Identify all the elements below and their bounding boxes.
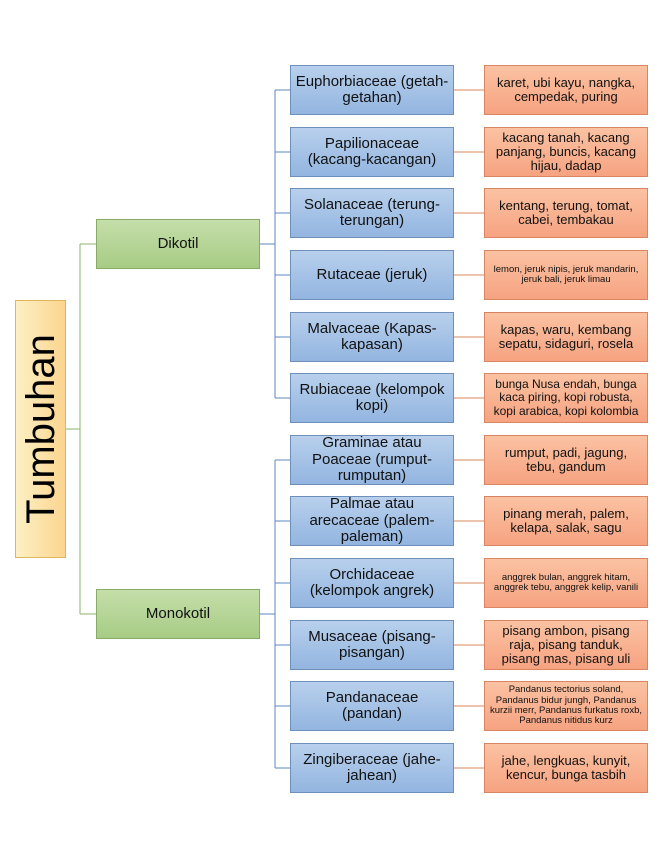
group-label: Dikotil [157,234,199,252]
examples-node: lemon, jeruk nipis, jeruk mandarin, jeru… [484,250,648,300]
examples-node: kacang tanah, kacang panjang, buncis, ka… [484,127,648,177]
examples-text: bunga Nusa endah, bunga kaca piring, kop… [493,377,639,418]
family-label: Rubiaceae (kelompok kopi) [299,380,445,414]
examples-text: rumput, padi, jagung, tebu, gandum [504,444,628,474]
examples-text: pisang ambon, pisang raja, pisang tanduk… [501,622,631,667]
family-node: Palmae atau arecaceae (palem-paleman) [290,496,454,546]
family-label: Papilionaceae (kacang-kacangan) [307,134,437,168]
family-node: Malvaceae (Kapas-kapasan) [290,312,454,362]
examples-node: anggrek bulan, anggrek hitam, anggrek te… [484,558,648,608]
examples-text: kacang tanah, kacang panjang, buncis, ka… [495,129,637,174]
family-label: Orchidaceae (kelompok angrek) [309,565,435,599]
examples-text: pinang merah, palem, kelapa, salak, sagu [503,505,629,535]
group-node-monokotil: Monokotil [96,589,260,639]
family-label: Graminae atau Poaceae (rumput-rumputan) [311,434,433,485]
examples-node: rumput, padi, jagung, tebu, gandum [484,435,648,485]
family-label: Zingiberaceae (jahe-jahean) [303,750,441,784]
root-node-tumbuhan: Tumbuhan [15,300,66,558]
family-label: Solanaceae (terung-terungan) [304,195,440,229]
examples-text: kentang, terung, tomat, cabei, tembakau [499,197,633,227]
examples-node: kentang, terung, tomat, cabei, tembakau [484,188,648,238]
family-node: Solanaceae (terung-terungan) [290,188,454,238]
family-node: Euphorbiaceae (getah-getahan) [290,65,454,115]
examples-text: jahe, lengkuas, kunyit, kencur, bunga ta… [501,752,631,782]
examples-text: Pandanus tectorius soland, Pandanus bidu… [489,684,643,727]
family-label: Pandanaceae (pandan) [325,688,419,722]
family-node: Rubiaceae (kelompok kopi) [290,373,454,423]
family-node: Pandanaceae (pandan) [290,681,454,731]
examples-text: kapas, waru, kembang sepatu, sidaguri, r… [498,321,634,351]
examples-text: karet, ubi kayu, nangka, cempedak, purin… [496,74,636,104]
group-label: Monokotil [145,604,211,622]
family-node: Papilionaceae (kacang-kacangan) [290,127,454,177]
family-label: Musaceae (pisang-pisangan) [308,627,436,661]
family-label: Palmae atau arecaceae (palem-paleman) [309,495,435,546]
family-node: Graminae atau Poaceae (rumput-rumputan) [290,435,454,485]
family-node: Zingiberaceae (jahe-jahean) [290,743,454,793]
family-label: Euphorbiaceae (getah-getahan) [295,72,449,106]
examples-node: pisang ambon, pisang raja, pisang tanduk… [484,620,648,670]
family-node: Rutaceae (jeruk) [290,250,454,300]
family-label: Malvaceae (Kapas-kapasan) [307,319,437,353]
family-label: Rutaceae (jeruk) [316,265,428,283]
examples-text: lemon, jeruk nipis, jeruk mandarin, jeru… [493,263,639,285]
examples-node: pinang merah, palem, kelapa, salak, sagu [484,496,648,546]
examples-node: kapas, waru, kembang sepatu, sidaguri, r… [484,312,648,362]
examples-node: jahe, lengkuas, kunyit, kencur, bunga ta… [484,743,648,793]
examples-node: bunga Nusa endah, bunga kaca piring, kop… [484,373,648,423]
examples-node: Pandanus tectorius soland, Pandanus bidu… [484,681,648,731]
family-node: Musaceae (pisang-pisangan) [290,620,454,670]
group-node-dikotil: Dikotil [96,219,260,269]
root-label: Tumbuhan [18,334,63,524]
family-node: Orchidaceae (kelompok angrek) [290,558,454,608]
examples-text: anggrek bulan, anggrek hitam, anggrek te… [493,571,639,593]
examples-node: karet, ubi kayu, nangka, cempedak, purin… [484,65,648,115]
